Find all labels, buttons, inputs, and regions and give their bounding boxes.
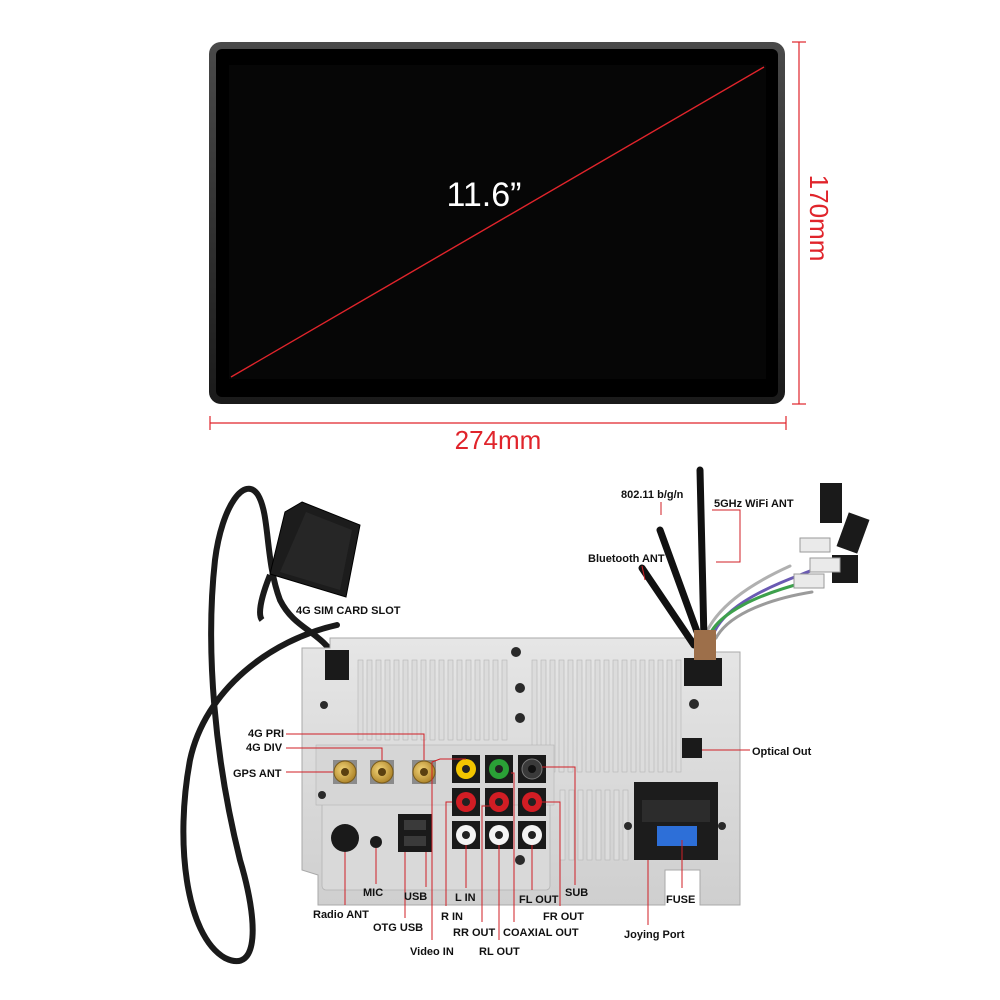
- rca-rr-out: [485, 788, 513, 816]
- heatsink-fin: [366, 659, 373, 741]
- width-dimension: 274mm: [209, 416, 787, 455]
- fuse-label: FUSE: [666, 894, 695, 906]
- heatsink-fin: [666, 659, 673, 773]
- fr-out-label: FR OUT: [543, 911, 584, 923]
- radio-ant-port: [331, 824, 359, 852]
- wifi-5ghz-label: 5GHz WiFi ANT: [714, 498, 794, 510]
- heatsink-fin: [585, 659, 592, 773]
- r-in-label: R IN: [441, 911, 463, 923]
- heatsink-fin: [456, 659, 463, 741]
- joying-port-label: Joying Port: [624, 929, 685, 941]
- heatsink-fin: [594, 659, 601, 773]
- width-label: 274mm: [455, 425, 542, 455]
- power-port: [684, 658, 722, 686]
- 4g-div-label: 4G DIV: [246, 742, 283, 754]
- sim-port: [325, 650, 349, 680]
- heatsink-fin: [438, 659, 445, 741]
- connector-block-1: [820, 483, 842, 523]
- heatsink-fin: [567, 659, 574, 773]
- gold-ports: [333, 760, 436, 784]
- heatsink-fin: [613, 789, 620, 861]
- gps-port: [333, 760, 357, 784]
- usb-label: USB: [404, 891, 427, 903]
- heatsink-fin: [639, 659, 646, 773]
- heatsink-fin: [375, 659, 382, 741]
- screen-unit: 11.6”: [209, 42, 785, 404]
- mic-label: MIC: [363, 887, 383, 899]
- mic-port: [370, 836, 382, 848]
- fuse: [657, 826, 697, 846]
- heatsink-fins: [357, 659, 682, 861]
- rca-rl-out: [485, 821, 513, 849]
- rca-fl-out: [518, 821, 546, 849]
- rca-grid: [452, 755, 546, 849]
- sim-cable: 4G SIM CARD SLOT: [180, 485, 401, 964]
- heatsink-fin: [675, 659, 682, 773]
- heatsink-fin: [393, 659, 400, 741]
- heatsink-fin: [595, 789, 602, 861]
- rl-out-label: RL OUT: [479, 946, 520, 958]
- rca-sub: [518, 755, 546, 783]
- 4g-pri-label: 4G PRI: [248, 728, 284, 740]
- rca-green: [485, 755, 513, 783]
- heatsink-fin: [429, 659, 436, 741]
- video-in-label: Video IN: [410, 946, 454, 958]
- heatsink-fin: [559, 789, 566, 861]
- l-in-label: L IN: [455, 892, 476, 904]
- heatsink-fin: [621, 659, 628, 773]
- heatsink-fin: [420, 659, 427, 741]
- heatsink-fin: [465, 659, 472, 741]
- heatsink-fin: [604, 789, 611, 861]
- sub-label: SUB: [565, 887, 588, 899]
- heatsink-fin: [492, 659, 499, 741]
- heatsink-fin: [474, 659, 481, 741]
- sim-slot-label: 4G SIM CARD SLOT: [296, 605, 401, 617]
- antenna-bundle: [638, 466, 870, 660]
- bluetooth-label: Bluetooth ANT: [588, 553, 665, 565]
- usb-ports: [398, 814, 432, 852]
- rr-out-label: RR OUT: [453, 927, 495, 939]
- heatsink-fin: [447, 659, 454, 741]
- heatsink-fin: [648, 659, 655, 773]
- heatsink-fin: [657, 659, 664, 773]
- rca-fr-out: [518, 788, 546, 816]
- heatsink-fin: [576, 659, 583, 773]
- heatsink-fin: [357, 659, 364, 741]
- diagonal-line: [230, 66, 765, 378]
- optical-port: [682, 738, 702, 758]
- rca-r-in: [452, 788, 480, 816]
- heatsink-fin: [501, 659, 508, 741]
- gps-label: GPS ANT: [233, 768, 282, 780]
- rca-video-in: [452, 755, 480, 783]
- 4g-div-port: [370, 760, 394, 784]
- heatsink-fin: [577, 789, 584, 861]
- heatsink-fin: [558, 659, 565, 773]
- heatsink-fin: [384, 659, 391, 741]
- height-dimension: 170mm: [792, 41, 834, 405]
- diagonal-label: 11.6”: [447, 176, 522, 214]
- radio-ant-label: Radio ANT: [313, 909, 369, 921]
- otg-usb-label: OTG USB: [373, 922, 423, 934]
- height-label: 170mm: [804, 175, 834, 262]
- heatsink-fin: [483, 659, 490, 741]
- fl-out-label: FL OUT: [519, 894, 559, 906]
- wifi-bgn-label: 802.11 b/g/n: [621, 489, 684, 501]
- joying-port-connector: [634, 782, 718, 860]
- heatsink-fin: [411, 659, 418, 741]
- heatsink-fin: [402, 659, 409, 741]
- optical-label: Optical Out: [752, 746, 812, 758]
- connector-block-2: [836, 512, 870, 554]
- coaxial-out-label: COAXIAL OUT: [503, 927, 579, 939]
- heatsink-fin: [630, 659, 637, 773]
- heatsink-fin: [568, 789, 575, 861]
- heatsink-fin: [603, 659, 610, 773]
- heatsink-fin: [612, 659, 619, 773]
- heatsink-fin: [586, 789, 593, 861]
- rca-l-in: [452, 821, 480, 849]
